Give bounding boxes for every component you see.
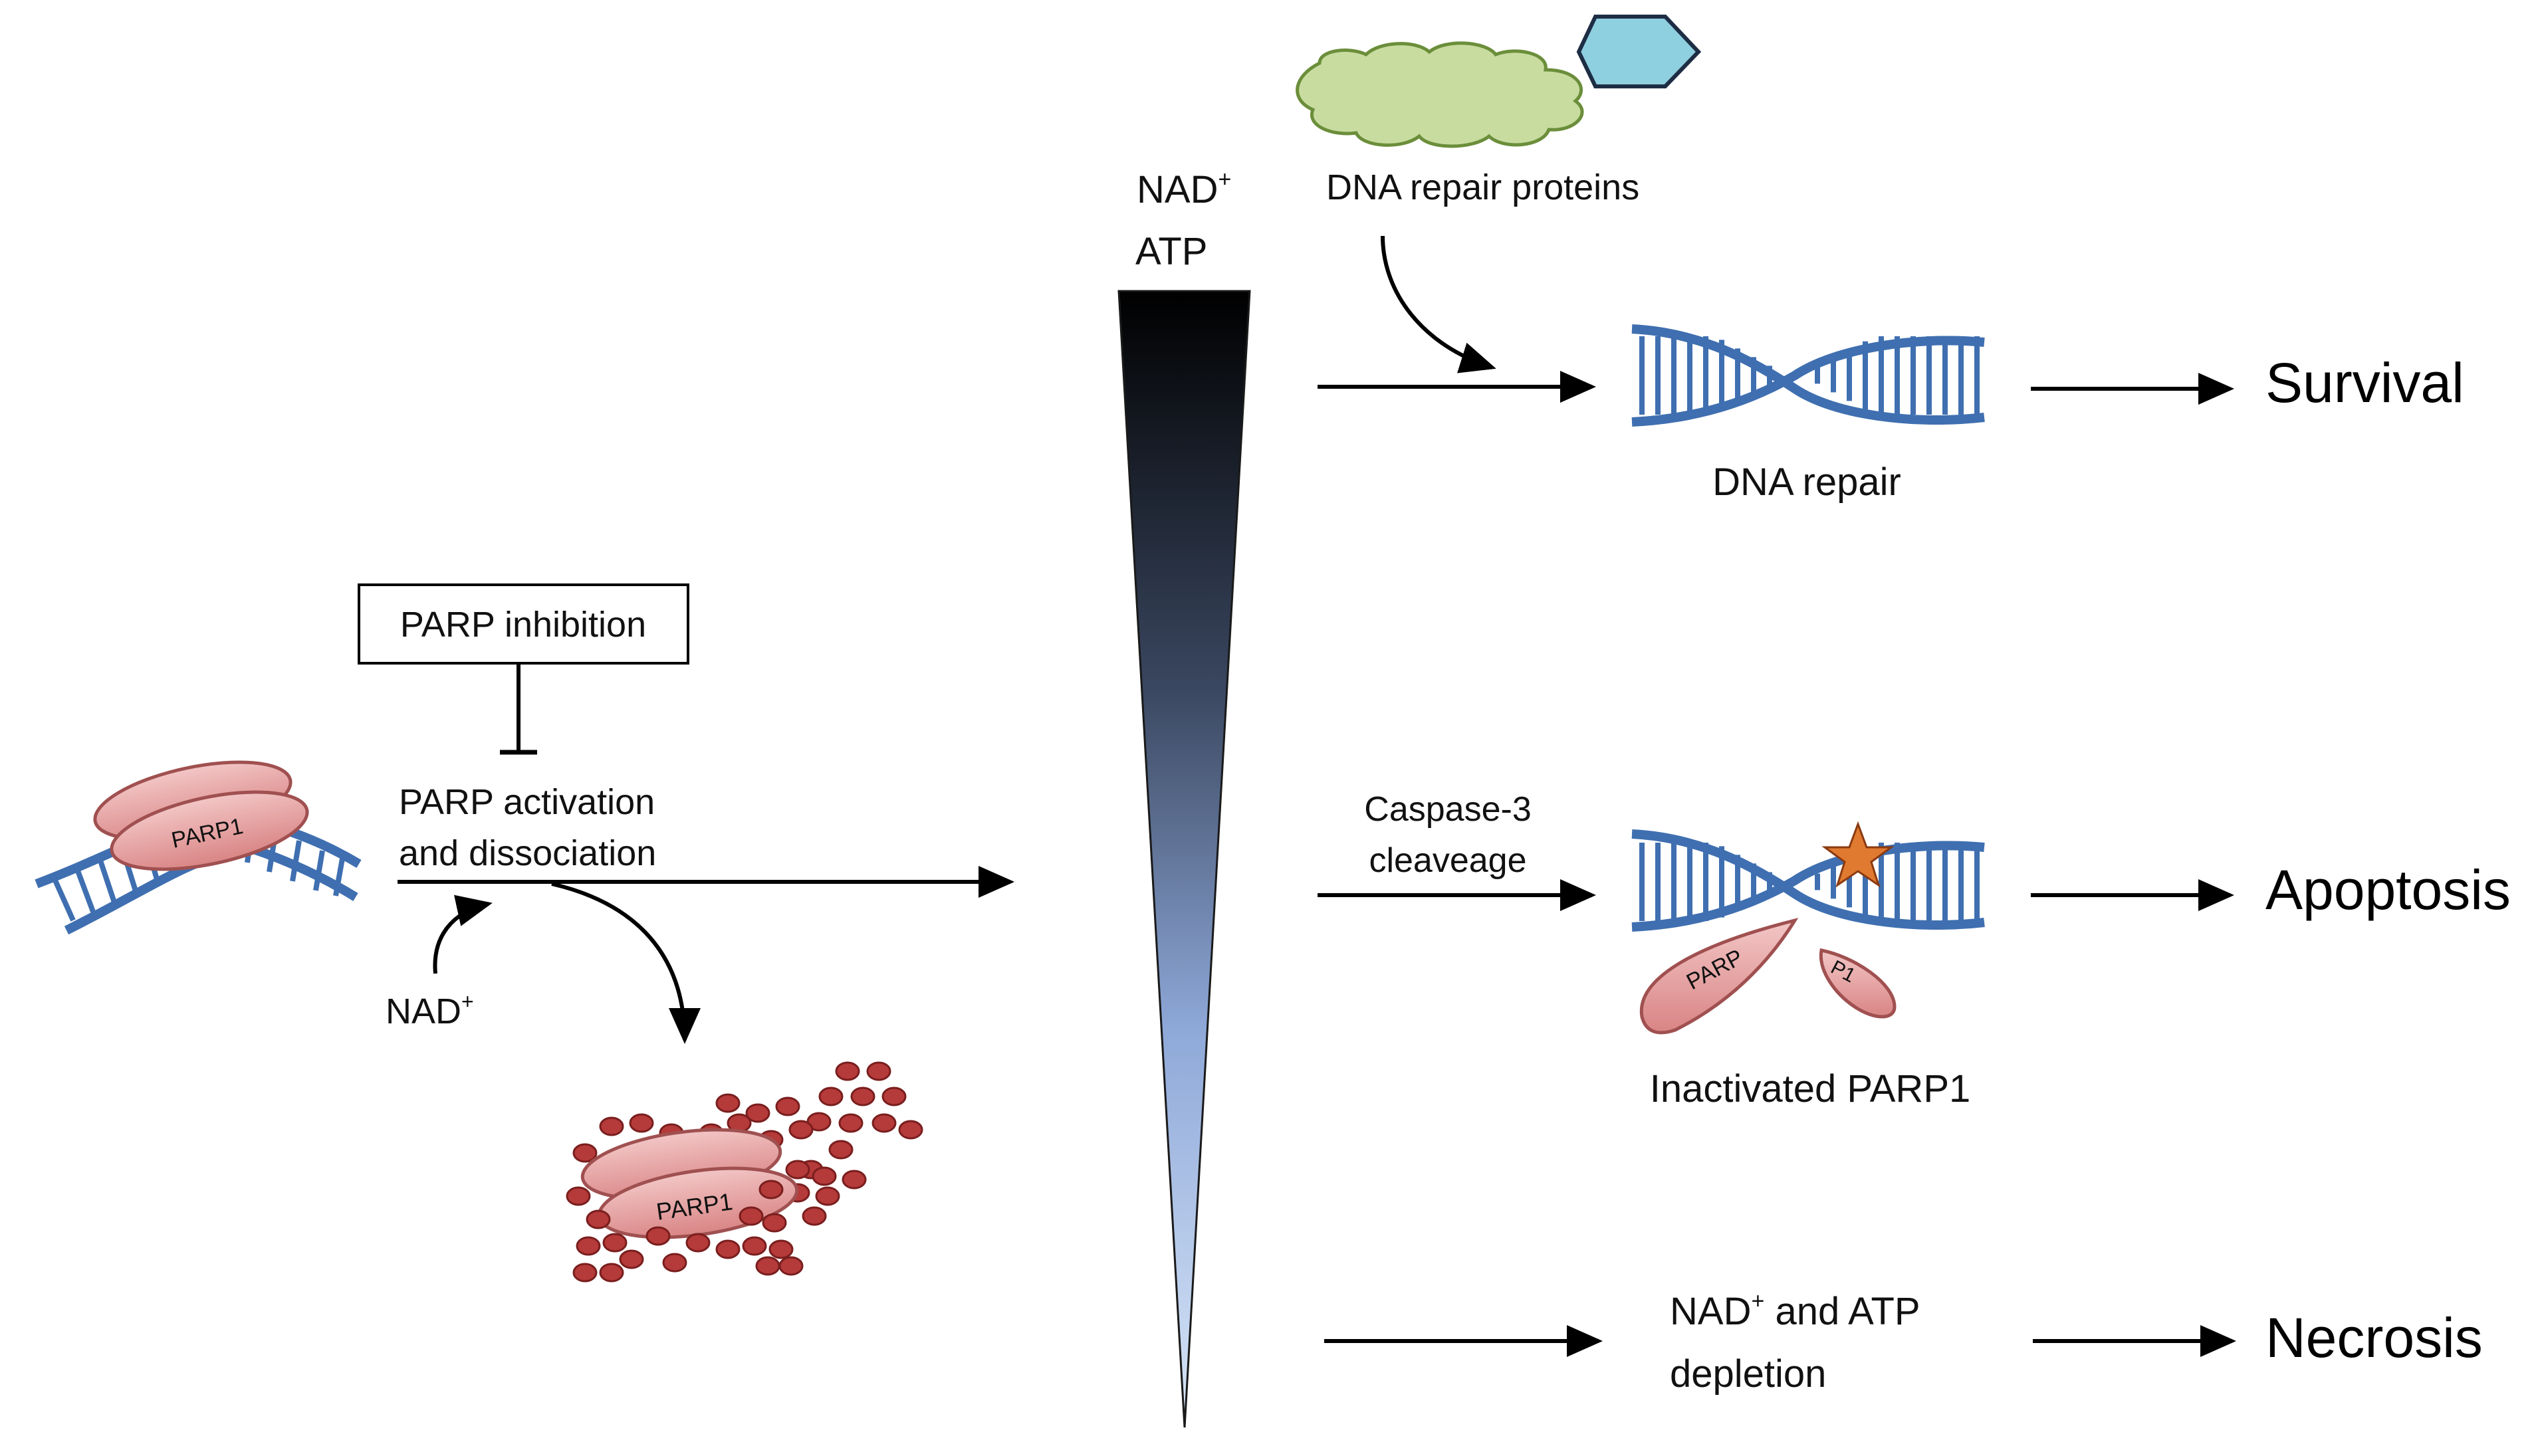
repair-protein-hexagon [1576,15,1702,88]
par-bead [871,1113,897,1133]
cleaved-parp1-fragment-right [1819,948,1897,1019]
par-bead [812,1166,837,1186]
parp-inhibition-box [358,583,689,665]
par-bead [898,1120,923,1140]
par-chain-beads-front [566,1160,837,1283]
par-bead [758,1180,784,1199]
gradient-atp-label: ATP [1135,230,1208,273]
par-bead [745,1103,770,1123]
caspase-label-line-1: Caspase-3 [1364,790,1531,829]
par-bead [742,1236,767,1256]
par-bead [599,1116,624,1136]
par-bead [576,1236,601,1256]
par-bead [850,1087,875,1106]
par-bead [788,1120,814,1140]
par-bead [662,1253,687,1273]
parp-activation-line-2: and dissociation [399,833,656,873]
par-bead [572,1263,598,1283]
par-bead [815,1186,840,1206]
par-bead [566,1186,591,1206]
par-bead [818,1087,844,1106]
par-bead [881,1087,907,1106]
depletion-label-line-2: depletion [1670,1352,1826,1396]
par-bead [619,1249,644,1269]
inactivated-parp1-label: Inactivated PARP1 [1650,1067,1971,1110]
par-bead [572,1143,598,1163]
necrosis-outcome: Necrosis [2265,1306,2483,1369]
par-bead [599,1263,624,1283]
dna-helix-with-parp1: PARP1 [35,760,362,935]
par-bead [739,1206,764,1226]
gradient-nad-label: NAD+ [1137,167,1231,211]
parp-inhibition-label: PARP inhibition [400,605,646,645]
cleaved-parp1-fragment-left [1639,918,1799,1035]
par-bead [835,1061,860,1081]
nad-label-left: NAD+ [386,989,474,1031]
dna-helix-apoptosis [1631,829,1985,932]
par-bead [785,1160,810,1180]
repair-proteins-arrow [1381,235,1496,373]
depletion-label-line-1: NAD+ and ATP [1670,1289,1920,1333]
par-bead [775,1096,800,1116]
par-bead [802,1206,827,1226]
par-bead [645,1226,671,1246]
dna-repair-proteins-label: DNA repair proteins [1326,167,1639,207]
par-bead [866,1061,891,1081]
apoptosis-outcome: Apoptosis [2265,859,2511,921]
par-bead [629,1113,654,1133]
repair-protein-cloud [1296,41,1584,148]
parp1-protein-front [110,790,309,871]
dissociation-arrow [551,882,701,1044]
par-bead [778,1256,804,1276]
dna-helix-survival [1631,324,1985,427]
nad-input-arrow [433,894,493,974]
parylated-parp1: PARP1 [566,1061,923,1283]
par-bead [838,1113,864,1133]
par-bead [586,1209,611,1229]
par-bead [685,1233,711,1253]
par-bead [602,1233,628,1253]
cleavage-site-star-icon [1821,821,1895,888]
par-bead [755,1256,780,1276]
survival-outcome: Survival [2265,352,2464,414]
par-bead [842,1170,867,1190]
par-bead [715,1093,741,1113]
par-bead [762,1213,787,1233]
par-bead [715,1239,741,1259]
par-bead [828,1140,854,1160]
par-bead [768,1239,794,1259]
nad-atp-gradient-wedge [1117,290,1251,1428]
parp-activation-line-1: PARP activation [399,782,655,822]
caspase-label-line-2: cleaveage [1369,841,1526,880]
dna-repair-label: DNA repair [1712,461,1901,504]
